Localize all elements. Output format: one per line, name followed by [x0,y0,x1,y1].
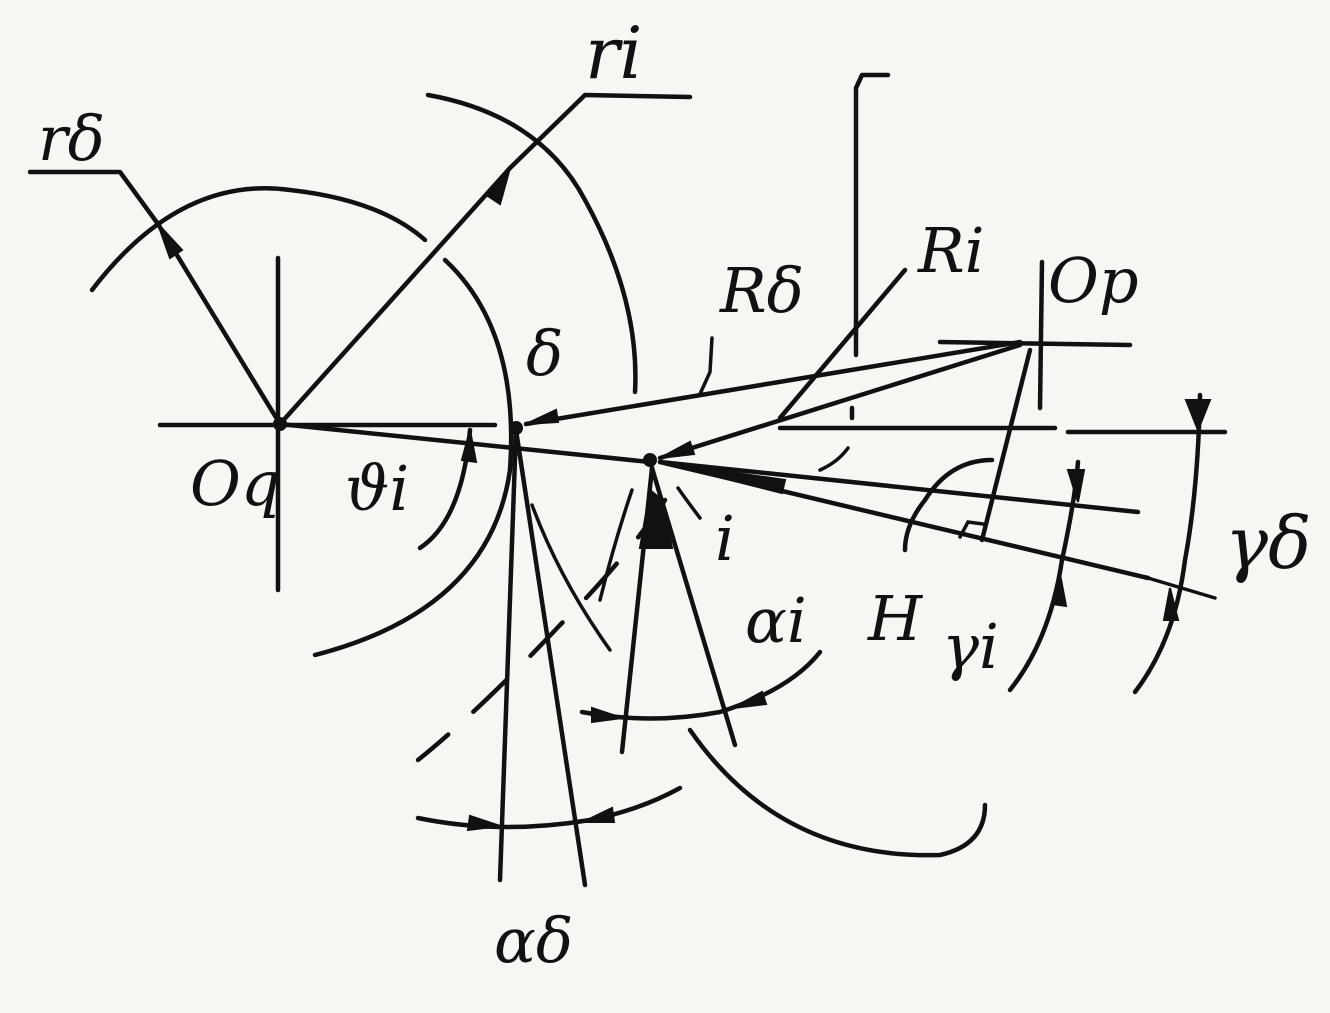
angle-theta-i [417,427,478,551]
label-r-delta: rδ [38,102,105,175]
label-O-p: Op [1048,244,1139,317]
label-gamma-delta: γδ [1225,501,1311,585]
label-alpha-i: αi [745,584,807,657]
label-theta-i: ϑi [345,452,409,525]
label-r-i: ri [585,11,642,95]
radius-r-delta [27,169,283,427]
radius-R-i [657,267,1023,461]
dashed-arc [415,497,668,763]
angle-gamma-i [1007,459,1086,693]
vertical-marker [849,72,891,421]
label-H: H [867,582,924,655]
angle-gamma-delta [1132,392,1212,695]
rays-from-delta [497,427,612,888]
label-i: i [715,502,735,575]
arc-lower-right [687,727,988,858]
label-delta: δ [526,317,563,390]
radius-r-i [277,92,693,427]
horizontal-axis-right [777,425,1228,435]
perpendicular-H [902,347,1033,553]
arc-r-i [425,92,638,395]
label-O-q: Oq [190,447,281,520]
angle-alpha-delta [415,785,683,832]
label-R-delta: Rδ [719,254,804,327]
rays-from-i [657,446,1217,600]
label-R-i: Ri [917,214,985,287]
radius-R-delta [523,336,1023,427]
arc-r-delta [89,186,428,293]
label-gamma-i: γi [942,610,999,683]
label-alpha-delta: αδ [494,904,573,977]
center-op-cross [937,259,1133,411]
angle-alpha-i [579,649,823,724]
rays-from-i-down [598,465,738,755]
arc-large-lower [312,257,514,658]
